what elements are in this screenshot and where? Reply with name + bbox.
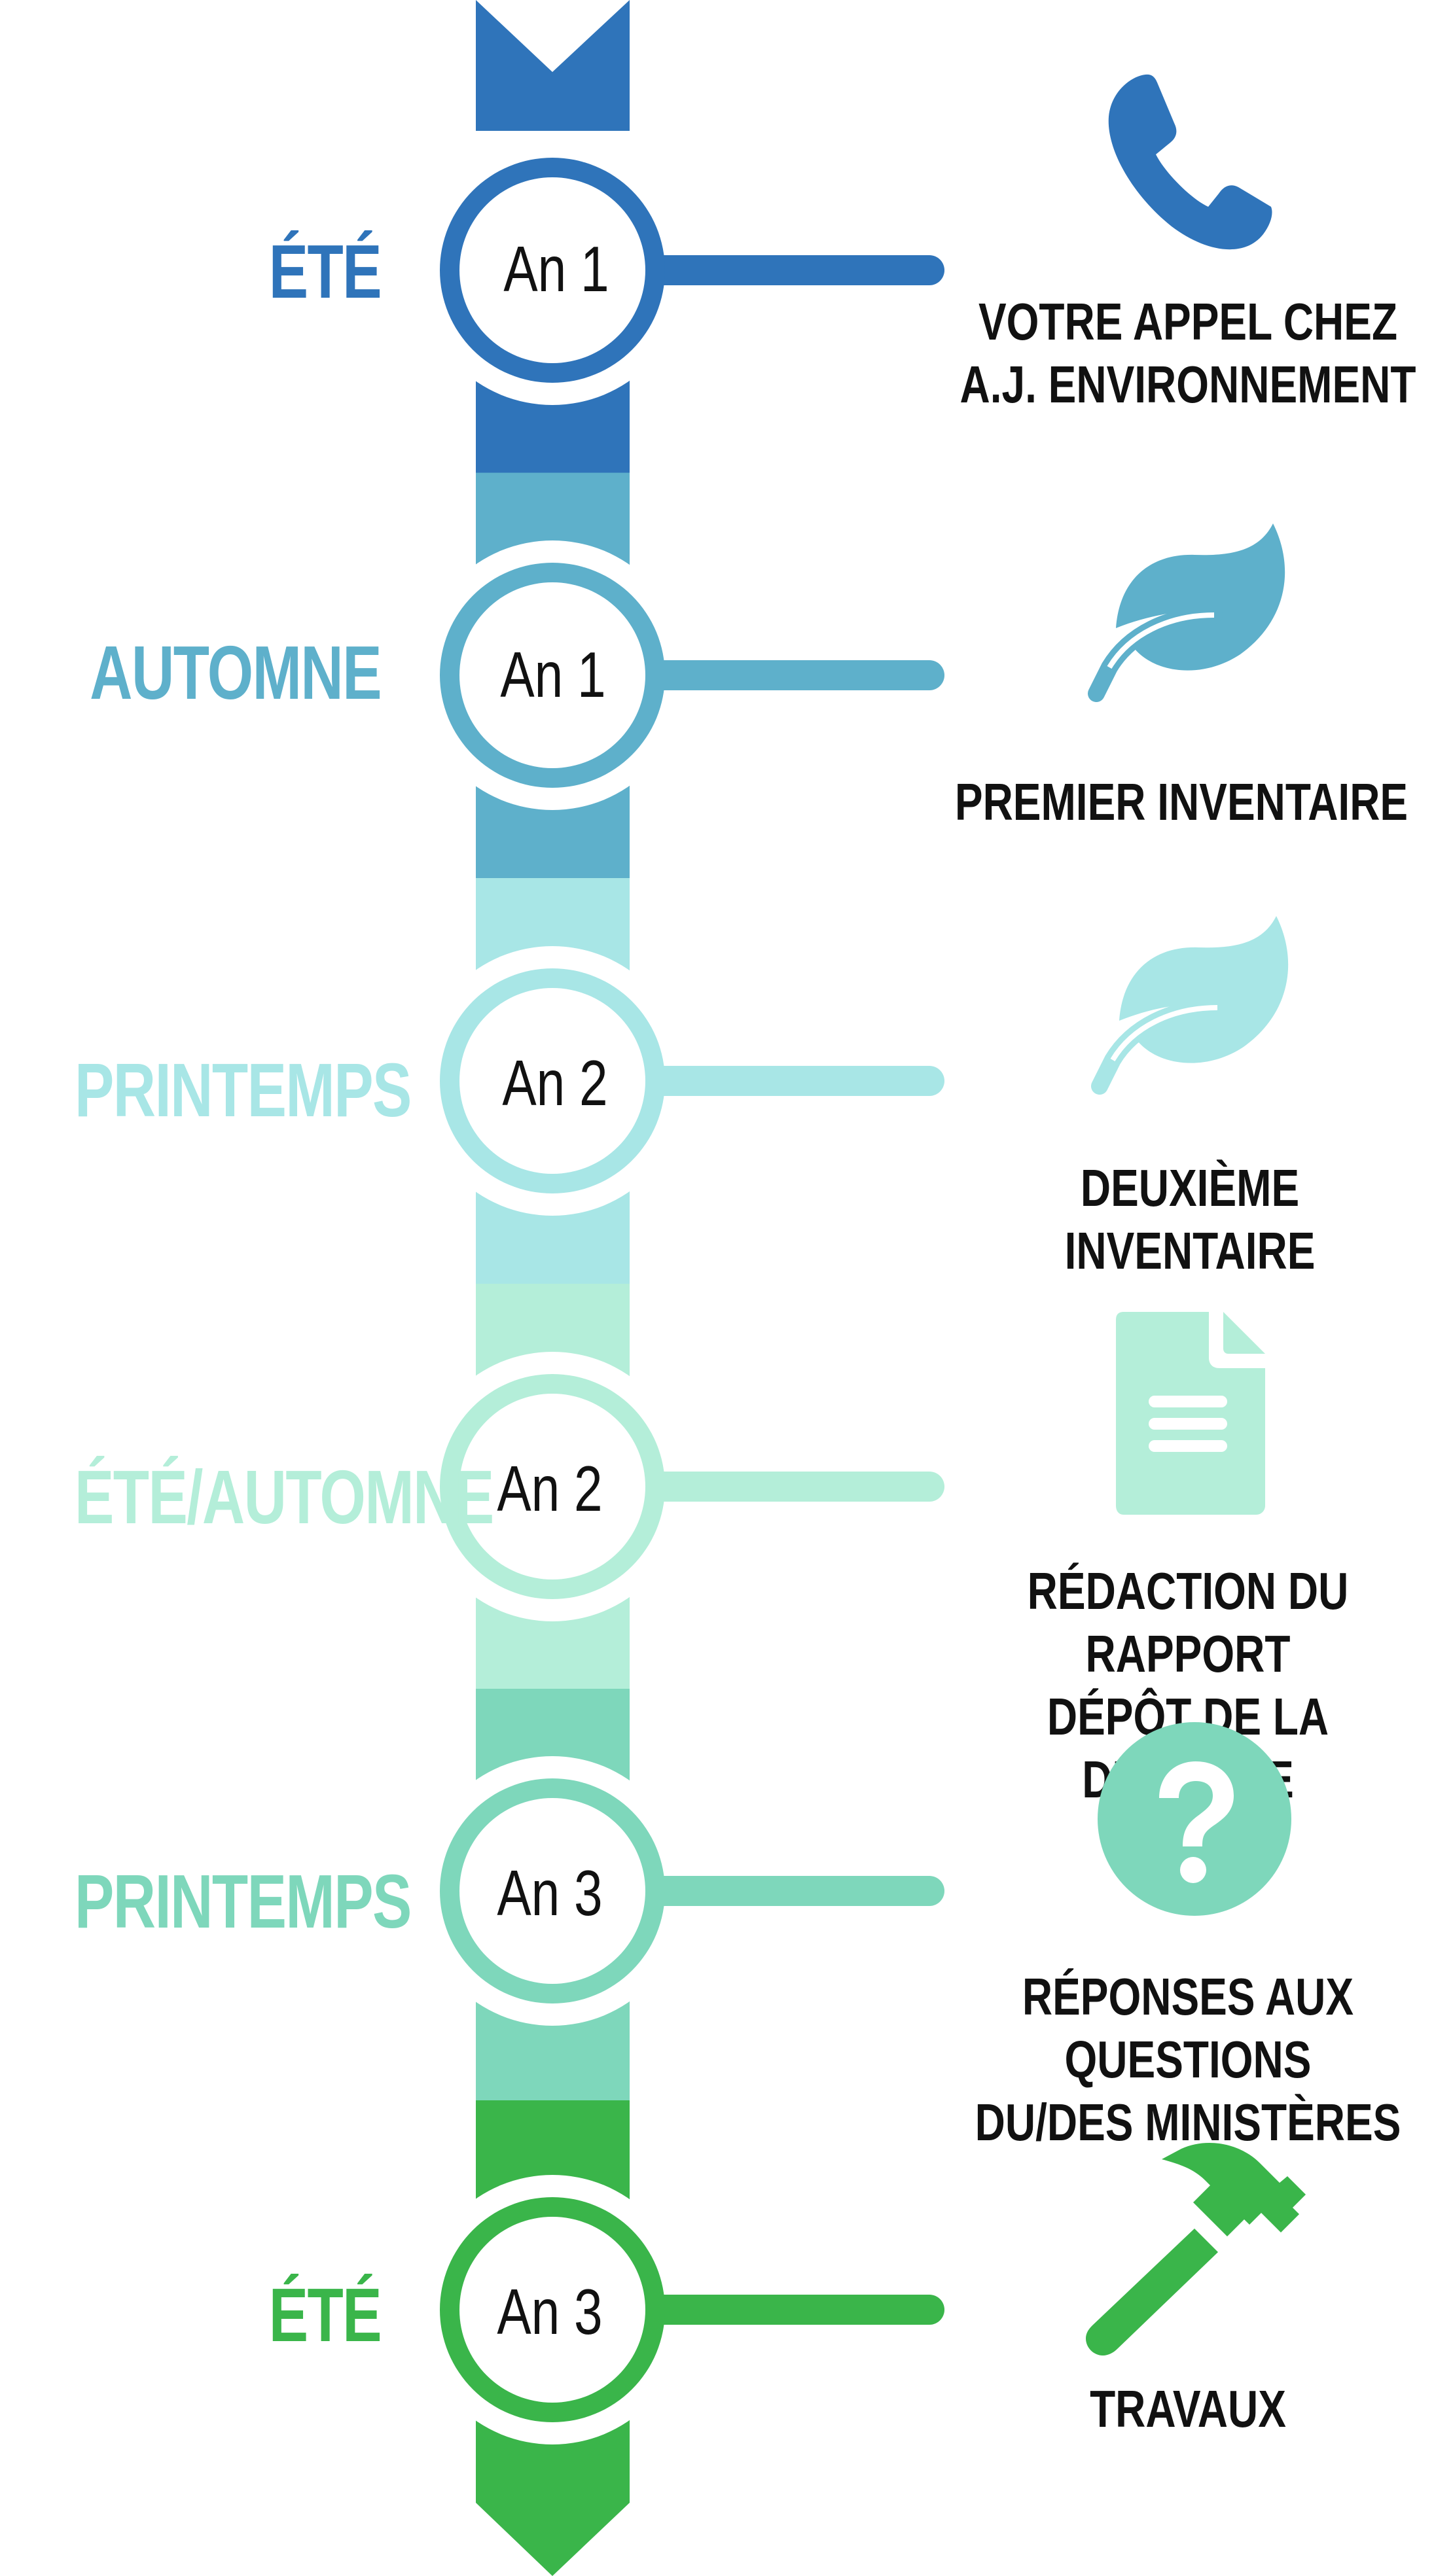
phone-icon <box>1108 74 1272 250</box>
bottom-arrow <box>476 2409 630 2576</box>
node-inner-circle <box>459 1798 645 1984</box>
season-label-6: ÉTÉ <box>268 2272 382 2357</box>
step-label-3: DEUXIÈME INVENTAIRE <box>1064 1159 1316 1280</box>
node-inner-circle <box>459 988 645 1174</box>
season-label-1: ÉTÉ <box>268 229 382 314</box>
year-label-2: An 1 <box>500 639 606 711</box>
question-icon <box>1098 1722 1291 1916</box>
leaf-icon <box>1091 916 1289 1095</box>
year-label-5: An 3 <box>497 1857 603 1929</box>
hammer-icon <box>1086 2143 1306 2355</box>
season-label-3: PRINTEMPS <box>75 1048 412 1133</box>
year-label-3: An 2 <box>502 1047 608 1119</box>
node-inner-circle <box>459 2217 645 2403</box>
leaf-icon <box>1088 523 1285 702</box>
top-notch-arrow <box>476 0 630 131</box>
year-label-4: An 2 <box>497 1453 603 1525</box>
season-label-2: AUTOMNE <box>90 630 382 715</box>
season-label-5: PRINTEMPS <box>75 1859 412 1944</box>
node-inner-circle <box>459 1394 645 1579</box>
season-label-4: ÉTÉ/AUTOMNE <box>75 1455 494 1540</box>
step-label-2: PREMIER INVENTAIRE <box>954 773 1408 831</box>
step-label-6: TRAVAUX <box>1090 2380 1286 2438</box>
document-icon <box>1116 1312 1265 1515</box>
node-inner-circle <box>459 177 645 363</box>
year-label-1: An 1 <box>503 233 609 305</box>
node-inner-circle <box>459 582 645 768</box>
year-label-6: An 3 <box>497 2276 603 2348</box>
